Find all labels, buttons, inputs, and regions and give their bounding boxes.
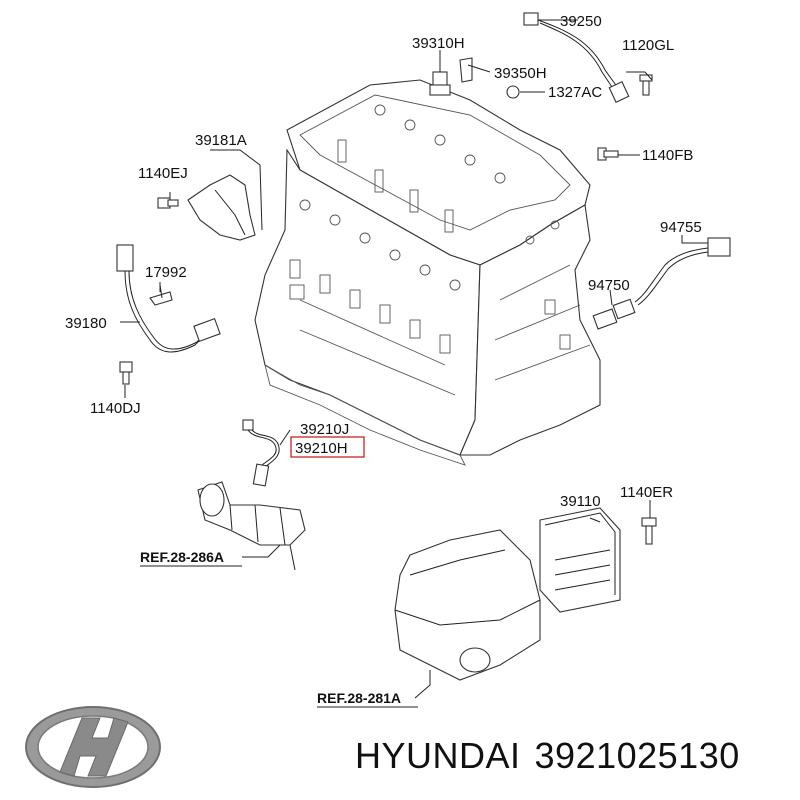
label-39210J: 39210J [300,421,349,438]
part-94755-sensor [634,237,731,306]
label-39180: 39180 [65,315,107,332]
part-39310H-sensor [429,71,451,96]
part-39180-sensor [116,244,221,353]
label-39110: 39110 [560,493,601,510]
label-39350H: 39350H [494,65,547,82]
label-1140FB: 1140FB [642,147,693,164]
label-1140DJ: 1140DJ [90,400,141,417]
ref-28-286A: REF.28-286A [140,549,224,565]
catalytic-converter [197,481,306,571]
part-number: 3921025130 [534,735,740,776]
part-39350H-bracket [459,57,473,83]
part-39110-ecu [539,507,621,613]
bolt-1140FB [597,147,619,161]
hyundai-logo-icon [25,706,161,788]
nut-1327AC [506,85,520,99]
part-39181A-shield [187,174,256,241]
label-1140EJ: 1140EJ [138,165,188,182]
label-94750: 94750 [588,277,630,294]
label-1120GL: 1120GL [622,37,674,54]
label-39210H: 39210H [295,440,348,457]
part-39250-sensor [523,12,630,103]
bolt-1140EJ [157,197,179,209]
part-caption: HYUNDAI 3921025130 [355,735,754,777]
ref-28-281A: REF.28-281A [317,690,401,706]
bolt-1140ER [641,517,657,545]
engine-block [254,79,601,466]
highlight-box [290,436,365,458]
part-39210H-oxygen-sensor [242,419,280,487]
bolt-1120GL [639,74,653,96]
label-39250: 39250 [560,13,602,30]
bolt-1140DJ [119,361,133,385]
clip-17992 [149,284,173,306]
label-39181A: 39181A [195,132,247,149]
label-1327AC: 1327AC [548,84,602,101]
part-94750-sender [592,298,636,330]
brand-name: HYUNDAI [355,735,521,776]
label-39310H: 39310H [412,35,465,52]
leader-lines [120,19,708,699]
air-cleaner [394,529,541,681]
label-1140ER: 1140ER [620,484,673,501]
label-17992: 17992 [145,264,187,281]
label-94755: 94755 [660,219,702,236]
part-labels: 39250 39310H 1120GL 39350H 1327AC 1140FB… [65,13,702,708]
